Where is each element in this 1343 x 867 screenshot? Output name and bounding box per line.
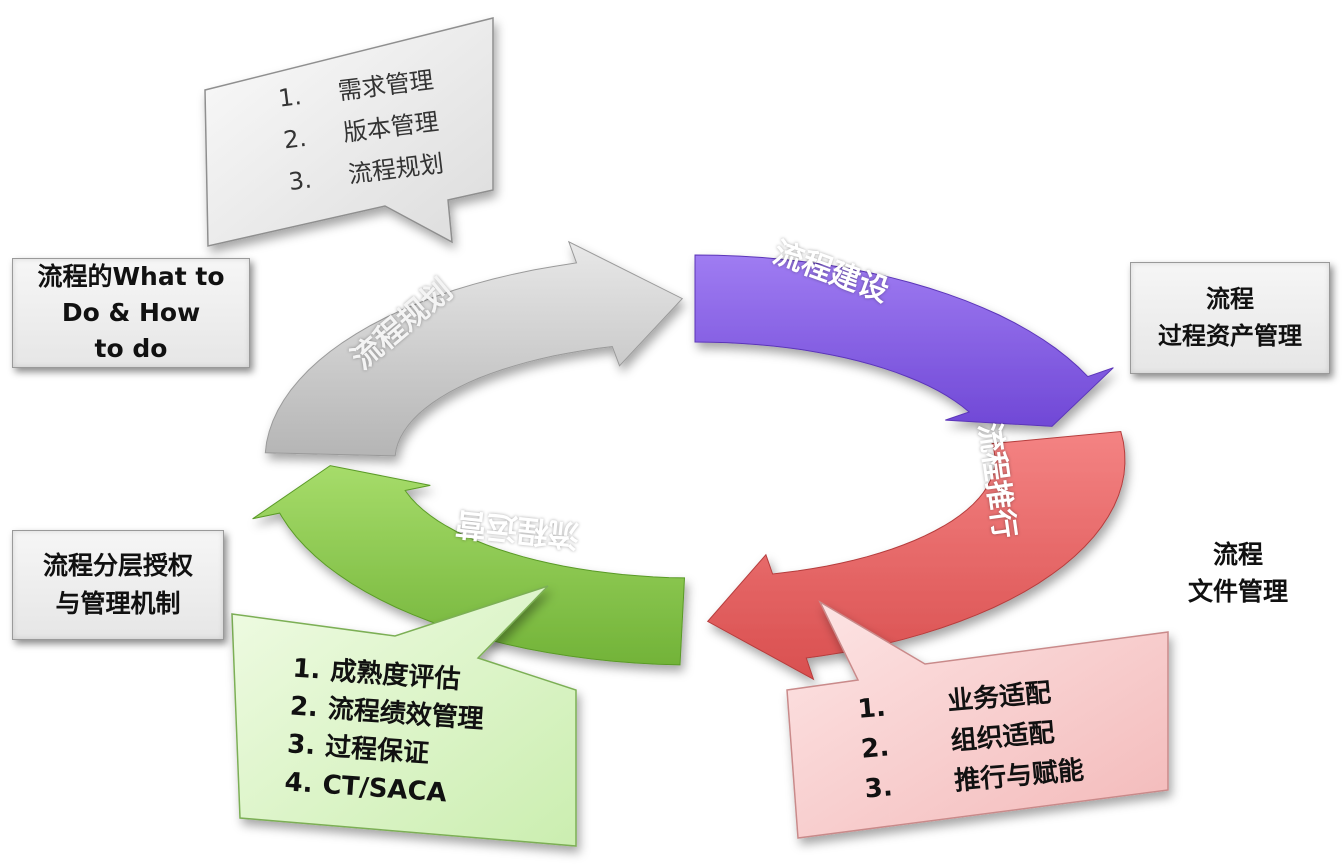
arrow-build (694, 254, 1114, 427)
arrow-promote (706, 430, 1126, 681)
file-management-line: 流程 (1212, 540, 1263, 569)
what-how-box: 流程的What to Do & How to do (12, 258, 250, 368)
ops-callout-list: 1.成熟度评估 2.流程绩效管理 3.过程保证 4.CT/SACA (261, 648, 487, 815)
promo-callout-bubble (786, 600, 1169, 839)
list-item-number: 3. (287, 165, 314, 197)
authorization-line: 与管理机制 (55, 589, 181, 618)
process-asset-box: 流程 过程资产管理 (1130, 262, 1330, 374)
process-asset-line: 流程 (1206, 285, 1254, 313)
plan-callout-list: 1.需求管理 2.版本管理 3.流程规划 (276, 59, 446, 203)
file-management-line: 文件管理 (1187, 577, 1288, 606)
promo-callout-list: 1.业务适配 2.组织适配 3.推行与赋能 (856, 671, 1086, 810)
what-how-line: to do (94, 334, 168, 363)
authorization-box: 流程分层授权 与管理机制 (12, 530, 224, 640)
what-how-line: 流程的What to (37, 262, 225, 291)
plan-callout-bubble (204, 17, 494, 247)
what-how-line: Do & How (61, 298, 201, 327)
list-item-number: 2. (288, 691, 319, 724)
list-item-number: 1. (291, 653, 322, 686)
ops-callout-bubble (231, 585, 577, 847)
authorization-line: 流程分层授权 (42, 551, 193, 580)
list-item-number: 3. (863, 772, 894, 805)
list-item-number: 3. (286, 729, 317, 762)
file-management-label: 流程 文件管理 (1158, 536, 1318, 610)
list-item-number: 1. (276, 82, 304, 113)
list-item-number: 2. (281, 123, 309, 155)
list-item-number: 4. (283, 767, 314, 800)
cycle-ring (252, 240, 1126, 681)
process-asset-line: 过程资产管理 (1158, 322, 1302, 350)
arrow-plan (264, 240, 684, 457)
